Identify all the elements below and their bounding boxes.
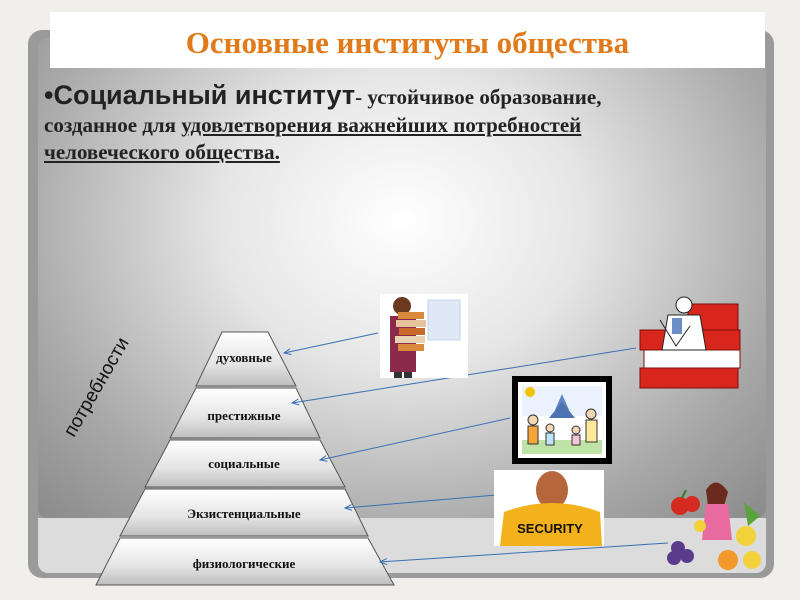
definition-line3-underlined: человеческого общества. xyxy=(44,140,280,164)
slide-content-area xyxy=(38,38,766,518)
arrow-physiological xyxy=(380,542,669,562)
definition-bullet: • xyxy=(44,80,54,110)
arrow-social xyxy=(320,417,511,460)
level-label-existential: Экзистенциальные xyxy=(187,506,301,521)
pyramid-level-1: духовные xyxy=(195,331,297,387)
definition-rest: - устойчивое образование, xyxy=(355,85,602,109)
definition-line2-prefix: созданное для xyxy=(44,113,182,137)
family-picture-icon xyxy=(512,376,612,464)
books-person-icon xyxy=(380,294,468,378)
security-guard-icon: SECURITY xyxy=(494,470,604,546)
reader-on-books-icon xyxy=(639,296,741,389)
pyramid-level-5: физиологические xyxy=(95,537,395,586)
page-title: Основные институты общества xyxy=(185,25,630,60)
arrow-existential xyxy=(345,494,497,508)
definition-term: Социальный институт xyxy=(53,80,356,110)
definition-text: •Социальный институт- устойчивое образов… xyxy=(44,80,764,165)
pyramid-level-2: престижные xyxy=(169,387,321,439)
level-label-physiological: физиологические xyxy=(193,556,296,571)
pyramid-level-3: социальные xyxy=(144,439,346,488)
arrow-spiritual xyxy=(284,332,379,353)
level-label-prestige: престижные xyxy=(207,408,280,423)
fruits-figure-icon xyxy=(667,482,761,570)
level-label-social: социальные xyxy=(208,456,280,471)
definition-line2-underlined: удовлетворения важнейших потребностей xyxy=(181,113,582,137)
security-label: SECURITY xyxy=(517,521,583,536)
title-box: Основные институты общества xyxy=(50,12,765,68)
arrows xyxy=(284,332,669,562)
pyramid-level-4: Экзистенциальные xyxy=(119,488,369,537)
level-label-spiritual: духовные xyxy=(216,350,272,365)
